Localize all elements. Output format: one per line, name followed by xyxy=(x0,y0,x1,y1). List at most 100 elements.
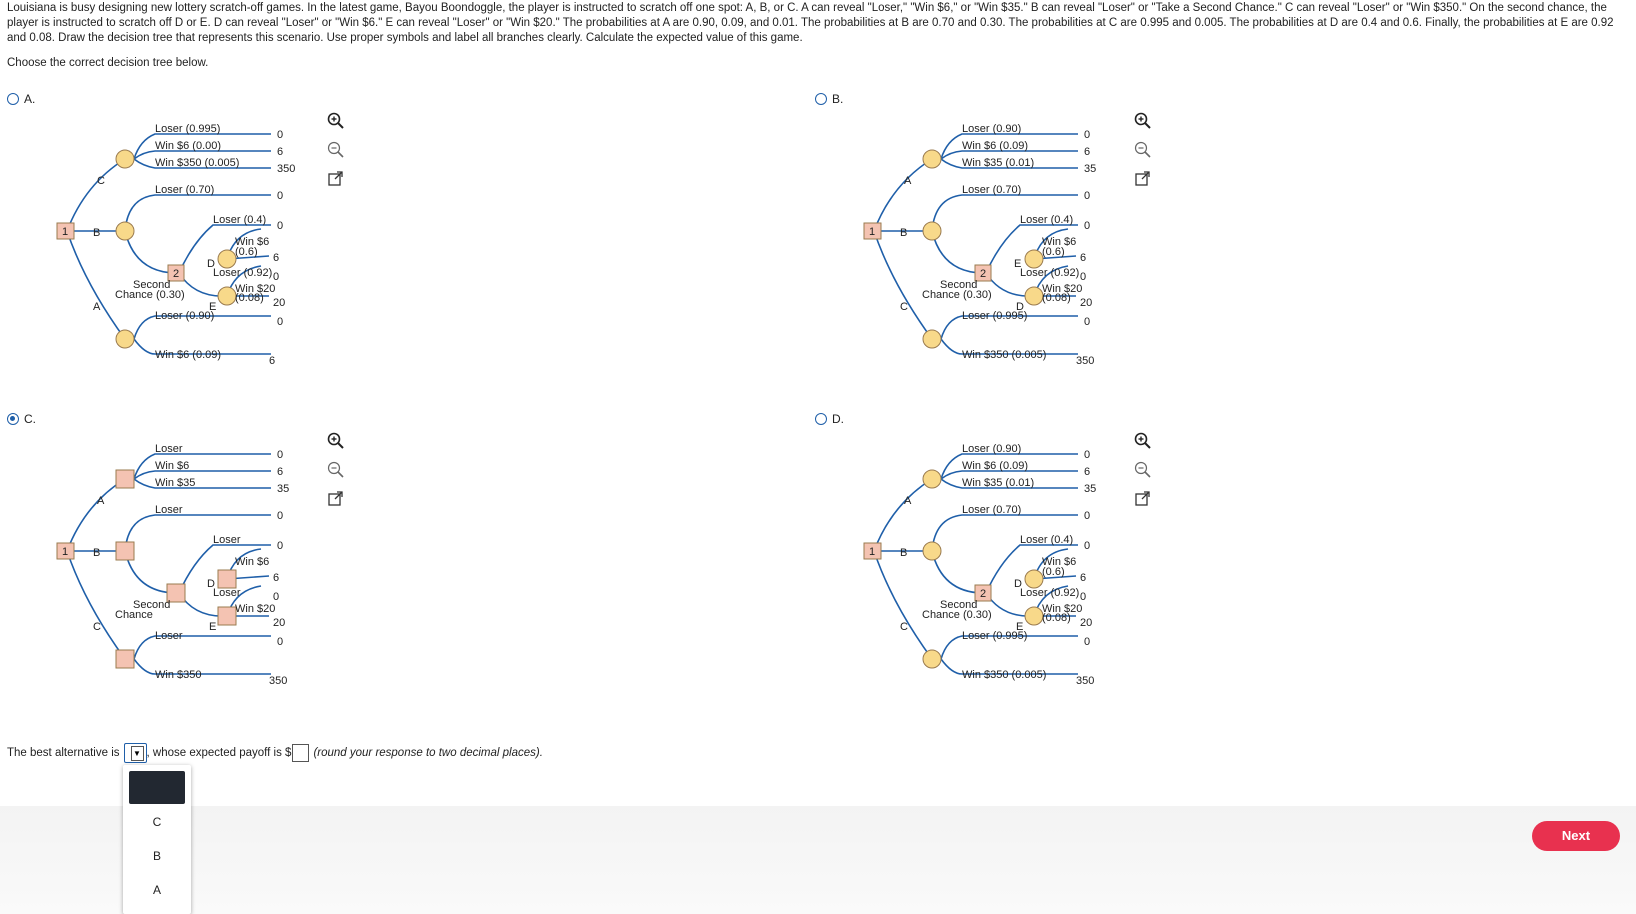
value-t1-0: 0 xyxy=(277,129,283,141)
dropdown-option-c[interactable]: C xyxy=(152,815,162,829)
label-d-loser: Loser (0.4) xyxy=(1020,534,1073,546)
node-top xyxy=(922,469,942,489)
dropdown-option-a[interactable]: A xyxy=(152,883,161,897)
label-d: D xyxy=(1014,578,1022,590)
label-e: E xyxy=(209,621,216,633)
node-mid xyxy=(115,221,135,241)
label-bot: C xyxy=(900,301,908,313)
label-t1-2: Win $35 xyxy=(155,477,195,489)
answer-prefix: The best alternative is xyxy=(7,747,120,759)
node-second-chance xyxy=(166,583,186,603)
option-d[interactable]: D. xyxy=(815,412,844,426)
popout-icon[interactable] xyxy=(1134,170,1152,188)
branch-bot xyxy=(873,230,933,340)
value-b-loser: 0 xyxy=(277,510,283,522)
option-a[interactable]: A. xyxy=(7,92,35,106)
dropdown-option-blank[interactable] xyxy=(129,771,185,804)
value-e-win: 20 xyxy=(273,617,285,629)
value-d-loser: 0 xyxy=(1084,220,1090,232)
value-d-loser: 0 xyxy=(277,540,283,552)
best-alternative-dropdown[interactable]: ▼ xyxy=(123,743,147,763)
value-t1-1: 6 xyxy=(277,146,283,158)
value-t3-1: 350 xyxy=(1076,355,1094,367)
zoom-out-icon[interactable] xyxy=(327,141,345,159)
option-d-radio[interactable] xyxy=(815,413,827,425)
branch-t1-0 xyxy=(940,453,1078,480)
zoom-in-icon[interactable] xyxy=(1134,112,1152,130)
value-t1-2: 35 xyxy=(1084,163,1096,175)
label-second: Second xyxy=(940,599,977,611)
value-d-loser: 0 xyxy=(277,220,283,232)
popout-icon[interactable] xyxy=(1134,490,1152,508)
node-second-chance: 2 xyxy=(167,264,185,282)
next-button[interactable]: Next xyxy=(1532,821,1620,851)
node-e xyxy=(1024,606,1044,626)
label-e-loser: Loser xyxy=(213,587,241,599)
branch-top xyxy=(66,478,126,552)
option-c-label: C. xyxy=(24,412,36,426)
label-t1-0: Loser (0.90) xyxy=(962,443,1021,455)
label-chance: Chance xyxy=(115,609,153,621)
root-label: 1 xyxy=(62,546,68,558)
option-c-radio[interactable] xyxy=(7,413,19,425)
label-second: Second xyxy=(133,599,170,611)
tools-option-b xyxy=(1134,112,1154,199)
label-top: C xyxy=(97,175,105,187)
value-t1-1: 6 xyxy=(277,466,283,478)
node-second-chance: 2 xyxy=(974,584,992,602)
decision-tree: 1 2 A B C Loser (0.90) Win $6 (0.09) Win… xyxy=(863,123,1096,367)
zoom-in-icon[interactable] xyxy=(327,112,345,130)
node-e xyxy=(217,606,237,626)
label-d-win-prob: (0.6) xyxy=(1042,246,1065,258)
top-chance-node xyxy=(922,469,942,489)
label-bot: C xyxy=(900,621,908,633)
option-a-radio[interactable] xyxy=(7,93,19,105)
option-b[interactable]: B. xyxy=(815,92,843,106)
zoom-out-icon[interactable] xyxy=(327,461,345,479)
zoom-out-icon[interactable] xyxy=(1134,461,1152,479)
value-e-loser: 0 xyxy=(1080,271,1086,283)
value-t1-0: 0 xyxy=(277,449,283,461)
d-chance-node xyxy=(1024,249,1044,269)
label-e: E xyxy=(1016,621,1023,633)
label-t1-0: Loser xyxy=(155,443,183,455)
dropdown-arrow-icon[interactable]: ▼ xyxy=(130,746,144,761)
label-t3-0: Loser xyxy=(155,630,183,642)
decision-tree: 1 2 C B A Loser (0.995) Win $6 (0.00) Wi… xyxy=(56,123,295,367)
label-d-win: Win $6 xyxy=(235,556,269,568)
label-t1-2: Win $350 (0.005) xyxy=(155,157,239,169)
node-e xyxy=(1024,286,1044,306)
root-label: 1 xyxy=(869,546,875,558)
popout-icon[interactable] xyxy=(327,490,345,508)
popout-icon[interactable] xyxy=(327,170,345,188)
label-e: E xyxy=(209,301,216,313)
bot-decision-node xyxy=(115,649,135,669)
option-c[interactable]: C. xyxy=(7,412,36,426)
root-decision-node xyxy=(56,542,75,560)
expected-payoff-input[interactable] xyxy=(292,744,310,762)
branch-bot xyxy=(873,550,933,660)
dropdown-option-b[interactable]: B xyxy=(152,849,161,863)
value-t1-2: 35 xyxy=(1084,483,1096,495)
mid-chance-node xyxy=(922,221,942,241)
e-chance-node xyxy=(1024,286,1044,306)
decision-tree: 1 A B C Loser Win $6 Win $35 0 6 35 Lose… xyxy=(56,443,289,687)
zoom-in-icon[interactable] xyxy=(327,432,345,450)
zoom-out-icon[interactable] xyxy=(1134,141,1152,159)
node-second-chance: 2 xyxy=(974,264,992,282)
value-t3-0: 0 xyxy=(1084,636,1090,648)
node-top xyxy=(115,149,135,169)
second-chance-decision-node xyxy=(167,264,185,282)
value-b-loser: 0 xyxy=(277,190,283,202)
option-b-radio[interactable] xyxy=(815,93,827,105)
tools-option-c xyxy=(327,432,347,519)
value-t1-1: 6 xyxy=(1084,146,1090,158)
question-prompt: Choose the correct decision tree below. xyxy=(7,57,209,69)
label-bot: A xyxy=(93,301,101,313)
value-b-loser: 0 xyxy=(1084,190,1090,202)
label-mid: B xyxy=(93,547,100,559)
node2-label: 2 xyxy=(980,268,986,280)
branch-bot xyxy=(66,230,126,340)
root-label: 1 xyxy=(62,226,68,238)
zoom-in-icon[interactable] xyxy=(1134,432,1152,450)
